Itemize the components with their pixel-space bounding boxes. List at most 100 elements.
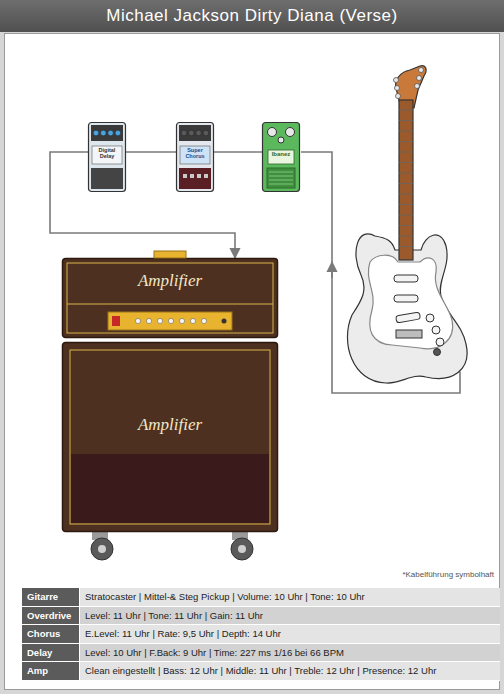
table-header-cell: Overdrive: [22, 607, 80, 626]
drawing-part: [222, 319, 227, 324]
drawing-part: [70, 350, 270, 524]
drawing-part: [268, 128, 277, 137]
drawing-part: [399, 225, 413, 226]
table-value-cell: E.Level: 11 Uhr | Rate: 9,5 Uhr | Depth:…: [80, 625, 500, 644]
amp-head-shape: [62, 258, 278, 338]
drawing-part: [399, 194, 413, 195]
drawing-part: [112, 316, 120, 326]
drawing-part: [399, 204, 413, 205]
drawing-part: [267, 168, 295, 188]
amp-logo: Amplifier: [62, 416, 278, 435]
drawing-part: [399, 162, 413, 163]
drawing-part: [395, 86, 400, 91]
drawing-part: [269, 180, 293, 181]
chorus-pedal: Super Chorus: [176, 122, 214, 192]
drawing-part: [189, 130, 195, 136]
drawing-part: [399, 141, 413, 142]
drawing-part: [394, 275, 418, 282]
drawing-part: [399, 183, 413, 184]
drawing-part: [98, 545, 106, 553]
amp-cabinet: Amplifier: [62, 342, 278, 532]
drawing-part: [63, 343, 278, 532]
drawing-part: [115, 130, 121, 136]
drawing-part: [91, 538, 113, 560]
drawing-part: [331, 262, 333, 278]
drawing-part: [71, 454, 269, 523]
delay-pedal: Digital Delay: [88, 122, 126, 192]
drawing-part: [419, 68, 424, 73]
table-value-cell: Level: 10 Uhr | F.Back: 9 Uhr | Time: 22…: [80, 644, 500, 663]
cable: [214, 151, 262, 153]
drawing-part: [417, 76, 422, 81]
drawing-part: [197, 174, 201, 178]
cable: [126, 151, 176, 153]
table-value-cell: Clean eingestellt | Bass: 12 Uhr | Middl…: [80, 662, 500, 681]
pedal-label: Digital Delay: [88, 147, 126, 159]
drawing-part: [394, 68, 424, 99]
drawing-part: [108, 130, 114, 136]
drawing-part: [399, 110, 413, 111]
drawing-part: [278, 137, 284, 143]
drawing-part: [396, 312, 421, 323]
drawing-part: [263, 123, 300, 192]
table-value-cell: Level: 11 Uhr | Tone: 11 Uhr | Gain: 11 …: [80, 607, 500, 626]
drawing-part: [183, 174, 187, 178]
drawing-part: [399, 215, 413, 216]
drawing-part: [396, 94, 401, 99]
stratocaster-guitar: [347, 66, 467, 383]
drawing-part: [399, 152, 413, 153]
drawing-part: [135, 318, 140, 323]
drawing-part: [238, 545, 246, 553]
drawing-part: [63, 259, 278, 338]
drawing-part: [269, 176, 293, 177]
drawing-part: [154, 251, 186, 258]
pedal-label: Ibanez: [262, 151, 300, 158]
guitar-details: [399, 110, 413, 247]
table-header-cell: Amp: [22, 662, 80, 681]
amp-head: Amplifier: [62, 258, 278, 338]
drawing-part: [415, 84, 420, 89]
pedal-label: Super Chorus: [176, 147, 214, 159]
drawing-part: [204, 174, 208, 178]
drawing-part: [67, 304, 273, 305]
drawing-part: [434, 349, 441, 356]
drawing-part: [269, 172, 293, 173]
drawing-part: [368, 255, 452, 349]
table-header-cell: Gitarre: [22, 588, 80, 607]
caster-wheels: [91, 532, 253, 560]
drawing-part: [203, 130, 209, 136]
drawing-part: [436, 338, 444, 346]
drawing-part: [179, 125, 211, 141]
guitar-pickups: [394, 275, 444, 356]
drawing-part: [146, 318, 151, 323]
drawing-part: [190, 318, 195, 323]
amp-logo: Amplifier: [62, 272, 278, 291]
drawing-part: [91, 168, 123, 189]
drawing-part: [426, 314, 434, 322]
drawing-part: [201, 318, 206, 323]
drawing-part: [190, 174, 194, 178]
drawing-part: [399, 131, 413, 132]
drawing-part: [177, 123, 214, 192]
drawing-part: [108, 312, 232, 330]
drawing-part: [91, 125, 123, 141]
drawing-part: [181, 130, 187, 136]
drawing-part: [196, 130, 202, 136]
drawing-part: [89, 123, 126, 192]
table-header-cell: Delay: [22, 644, 80, 663]
drawing-part: [394, 78, 399, 83]
drawing-part: [231, 538, 253, 560]
drawing-part: [399, 236, 413, 237]
overdrive-pedal: Ibanez: [262, 122, 300, 192]
drawing-part: [157, 318, 162, 323]
drawing-part: [179, 168, 211, 189]
drawing-part: [269, 184, 293, 185]
drawing-part: [286, 128, 295, 137]
drawing-part: [432, 326, 440, 334]
drawing-part: [168, 318, 173, 323]
drawing-part: [101, 130, 107, 136]
amp-cabinet-shape: [62, 342, 278, 532]
drawing-part: [179, 318, 184, 323]
drawing-part: [399, 173, 413, 174]
table-value-cell: Stratocaster | Mittel-& Steg Pickup | Vo…: [80, 588, 500, 607]
